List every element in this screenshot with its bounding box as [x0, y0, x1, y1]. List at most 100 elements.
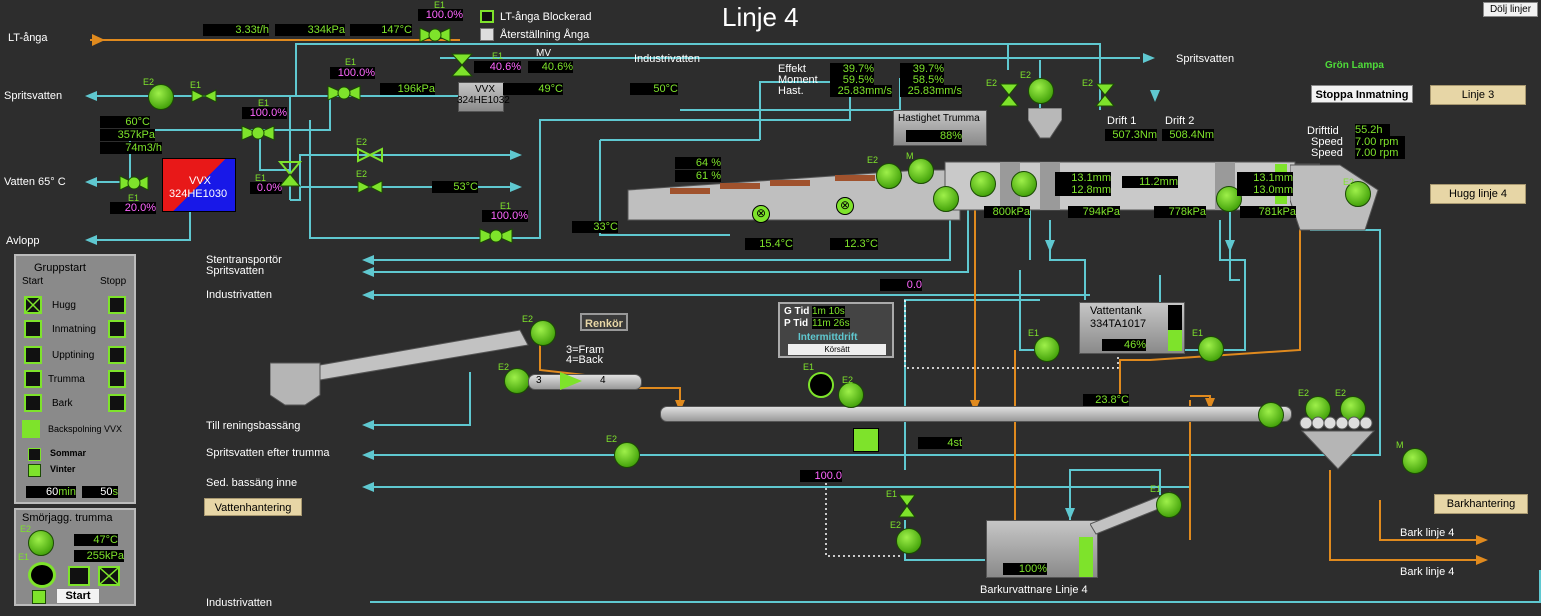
label-avlopp: Avlopp — [6, 235, 40, 247]
drum-valve-x2-icon[interactable]: ⊗ — [836, 197, 854, 215]
drum-motor-b[interactable] — [1011, 171, 1037, 197]
v65-control-valve-icon[interactable] — [240, 122, 276, 144]
sprits-pump[interactable] — [614, 442, 640, 468]
drum-motor-main-label: M — [906, 151, 914, 161]
sed-pump[interactable] — [896, 528, 922, 554]
main-conveyor — [660, 406, 1292, 422]
hugg-start-button[interactable] — [24, 296, 42, 314]
t33-readout: 33°C — [572, 221, 618, 233]
hide-lines-button[interactable]: Dölj linjer — [1483, 2, 1538, 17]
drum-motor-main[interactable] — [908, 158, 934, 184]
sed-valve-icon[interactable] — [897, 493, 917, 519]
gruppstart-panel: Gruppstart Start Stopp Hugg Inmatning Up… — [14, 254, 136, 504]
vattenhantering-button[interactable]: Vattenhantering — [204, 498, 302, 516]
kpa-d-readout: 781kPa — [1240, 206, 1296, 218]
mv-valve-icon[interactable] — [450, 50, 474, 80]
conveyor-dir-3: 3 — [536, 375, 542, 386]
sprits-control-valve-icon[interactable] — [326, 82, 362, 104]
t33-value: 33 — [593, 221, 606, 233]
gruppstart-title: Gruppstart — [34, 262, 86, 274]
drum-pump-motor[interactable] — [1028, 78, 1054, 104]
label-industrivatten-top: Industrivatten — [634, 53, 701, 65]
spritsvatten-pump[interactable] — [148, 84, 174, 110]
barkurvattnare-name: Barkurvattnare Linje 4 — [980, 584, 1088, 596]
vinter-indicator[interactable] — [28, 464, 41, 477]
drum-motor-d[interactable] — [1345, 181, 1371, 207]
stoppa-inmatning-button[interactable]: Stoppa Inmatning — [1311, 85, 1413, 103]
smorj-box-b[interactable] — [98, 566, 120, 586]
smorj-start-button[interactable]: Start — [56, 588, 100, 604]
bottom-control-valve-icon[interactable] — [478, 225, 514, 247]
hugg-stopp-button[interactable] — [108, 296, 126, 314]
tank-pump-right[interactable] — [1198, 336, 1224, 362]
hastighet-trumma-panel: Hastighet Trumma 88% — [893, 110, 987, 146]
renkor-button[interactable]: Renkör — [580, 313, 628, 331]
smorj-panel: Smörjagg. trumma E2 E1 47°C 255kPa Start — [14, 508, 136, 606]
moment2-readout: 58.5% — [900, 74, 944, 86]
kpa-c-unit: kPa — [1187, 206, 1206, 218]
v65-valve-pct: 100.0% — [242, 107, 287, 119]
e2-valve-a-icon[interactable] — [356, 147, 384, 163]
smorj-motor[interactable] — [28, 530, 54, 556]
gruppstart-stopp-label: Stopp — [100, 276, 127, 287]
v65-valve-pct-value: 100.0% — [249, 107, 287, 119]
spritsvatten-valve-icon[interactable] — [190, 88, 218, 104]
legend-reset-icon — [480, 28, 494, 41]
lt-pressure-readout: 334kPa — [275, 24, 345, 36]
drum-motor-lower[interactable] — [933, 186, 959, 212]
sprits-valve-pct: 100.0% — [330, 67, 375, 79]
barkurvattnare-motor-label: E1 — [1150, 484, 1162, 494]
mm-b-readout: 12.8mm — [1055, 184, 1111, 196]
drum-motor-left-label: E2 — [867, 155, 879, 165]
e2-valve-b-icon[interactable] — [356, 179, 384, 195]
tank-pump-left[interactable] — [1034, 336, 1060, 362]
trumma-stopp-button[interactable] — [108, 370, 126, 388]
label-sprits-efter: Spritsvatten efter trumma — [206, 447, 330, 459]
hx-temp-readout: 49°C — [503, 83, 563, 95]
drum-valve-left-icon[interactable] — [998, 82, 1020, 108]
barkhantering-button[interactable]: Barkhantering — [1434, 494, 1528, 514]
stone-conveyor-motor[interactable] — [530, 320, 556, 346]
vvx-bypass-valve-icon[interactable] — [278, 160, 302, 188]
inmatning-start-button[interactable] — [24, 320, 42, 338]
moment2-unit: % — [934, 74, 944, 86]
min-field[interactable]: 60min — [26, 486, 76, 498]
bark-stopp-button[interactable] — [108, 394, 126, 412]
s-field[interactable]: 50s — [82, 486, 118, 498]
hast2-value: 25.83 — [907, 85, 936, 97]
upptining-label: Upptining — [52, 350, 95, 361]
temp53-value: 53 — [453, 181, 466, 193]
lt-steam-valve-icon[interactable] — [418, 24, 452, 46]
v65-flow-unit: m3/h — [137, 142, 162, 154]
linje3-button[interactable]: Linje 3 — [1430, 85, 1526, 105]
sprits-pump-label: E2 — [606, 434, 618, 444]
hugg-linje4-button[interactable]: Hugg linje 4 — [1430, 184, 1526, 204]
drum-valve-x1-icon[interactable]: ⊗ — [752, 205, 770, 223]
drum-motor-left[interactable] — [876, 163, 902, 189]
lt-flow-unit: t/h — [256, 24, 269, 36]
sommar-label: Sommar — [50, 448, 87, 458]
vattentank: Vattentank 334TA1017 46% — [1079, 302, 1185, 354]
trumma-start-button[interactable] — [24, 370, 42, 388]
upptining-start-button[interactable] — [24, 346, 42, 364]
upptining-stopp-button[interactable] — [108, 346, 126, 364]
inmatning-stopp-button[interactable] — [108, 320, 126, 338]
smorj-pump-icon[interactable] — [28, 562, 56, 588]
pct61-value: 61 — [695, 170, 709, 182]
drum-valve-right-icon[interactable] — [1094, 82, 1116, 108]
e2-valve-a-label: E2 — [356, 137, 368, 147]
sommar-indicator[interactable] — [28, 448, 41, 461]
drum-body — [627, 161, 1320, 231]
backspolning-button[interactable] — [22, 420, 40, 438]
conveyor-motor-left[interactable] — [838, 382, 864, 408]
bark-start-button[interactable] — [24, 394, 42, 412]
hx-pressure-unit: kPa — [416, 83, 435, 95]
temp53-unit: °C — [465, 181, 478, 193]
conveyor-motor-right[interactable] — [1258, 402, 1284, 428]
drum-motor-a[interactable] — [970, 171, 996, 197]
barkurvattnare-motor[interactable] — [1156, 492, 1182, 518]
vvx-inlet-valve-icon[interactable] — [118, 172, 150, 194]
bark-screen-motor[interactable] — [1402, 448, 1428, 474]
smorj-box-a[interactable] — [68, 566, 90, 586]
korsatt-button[interactable]: Körsätt — [788, 344, 886, 355]
